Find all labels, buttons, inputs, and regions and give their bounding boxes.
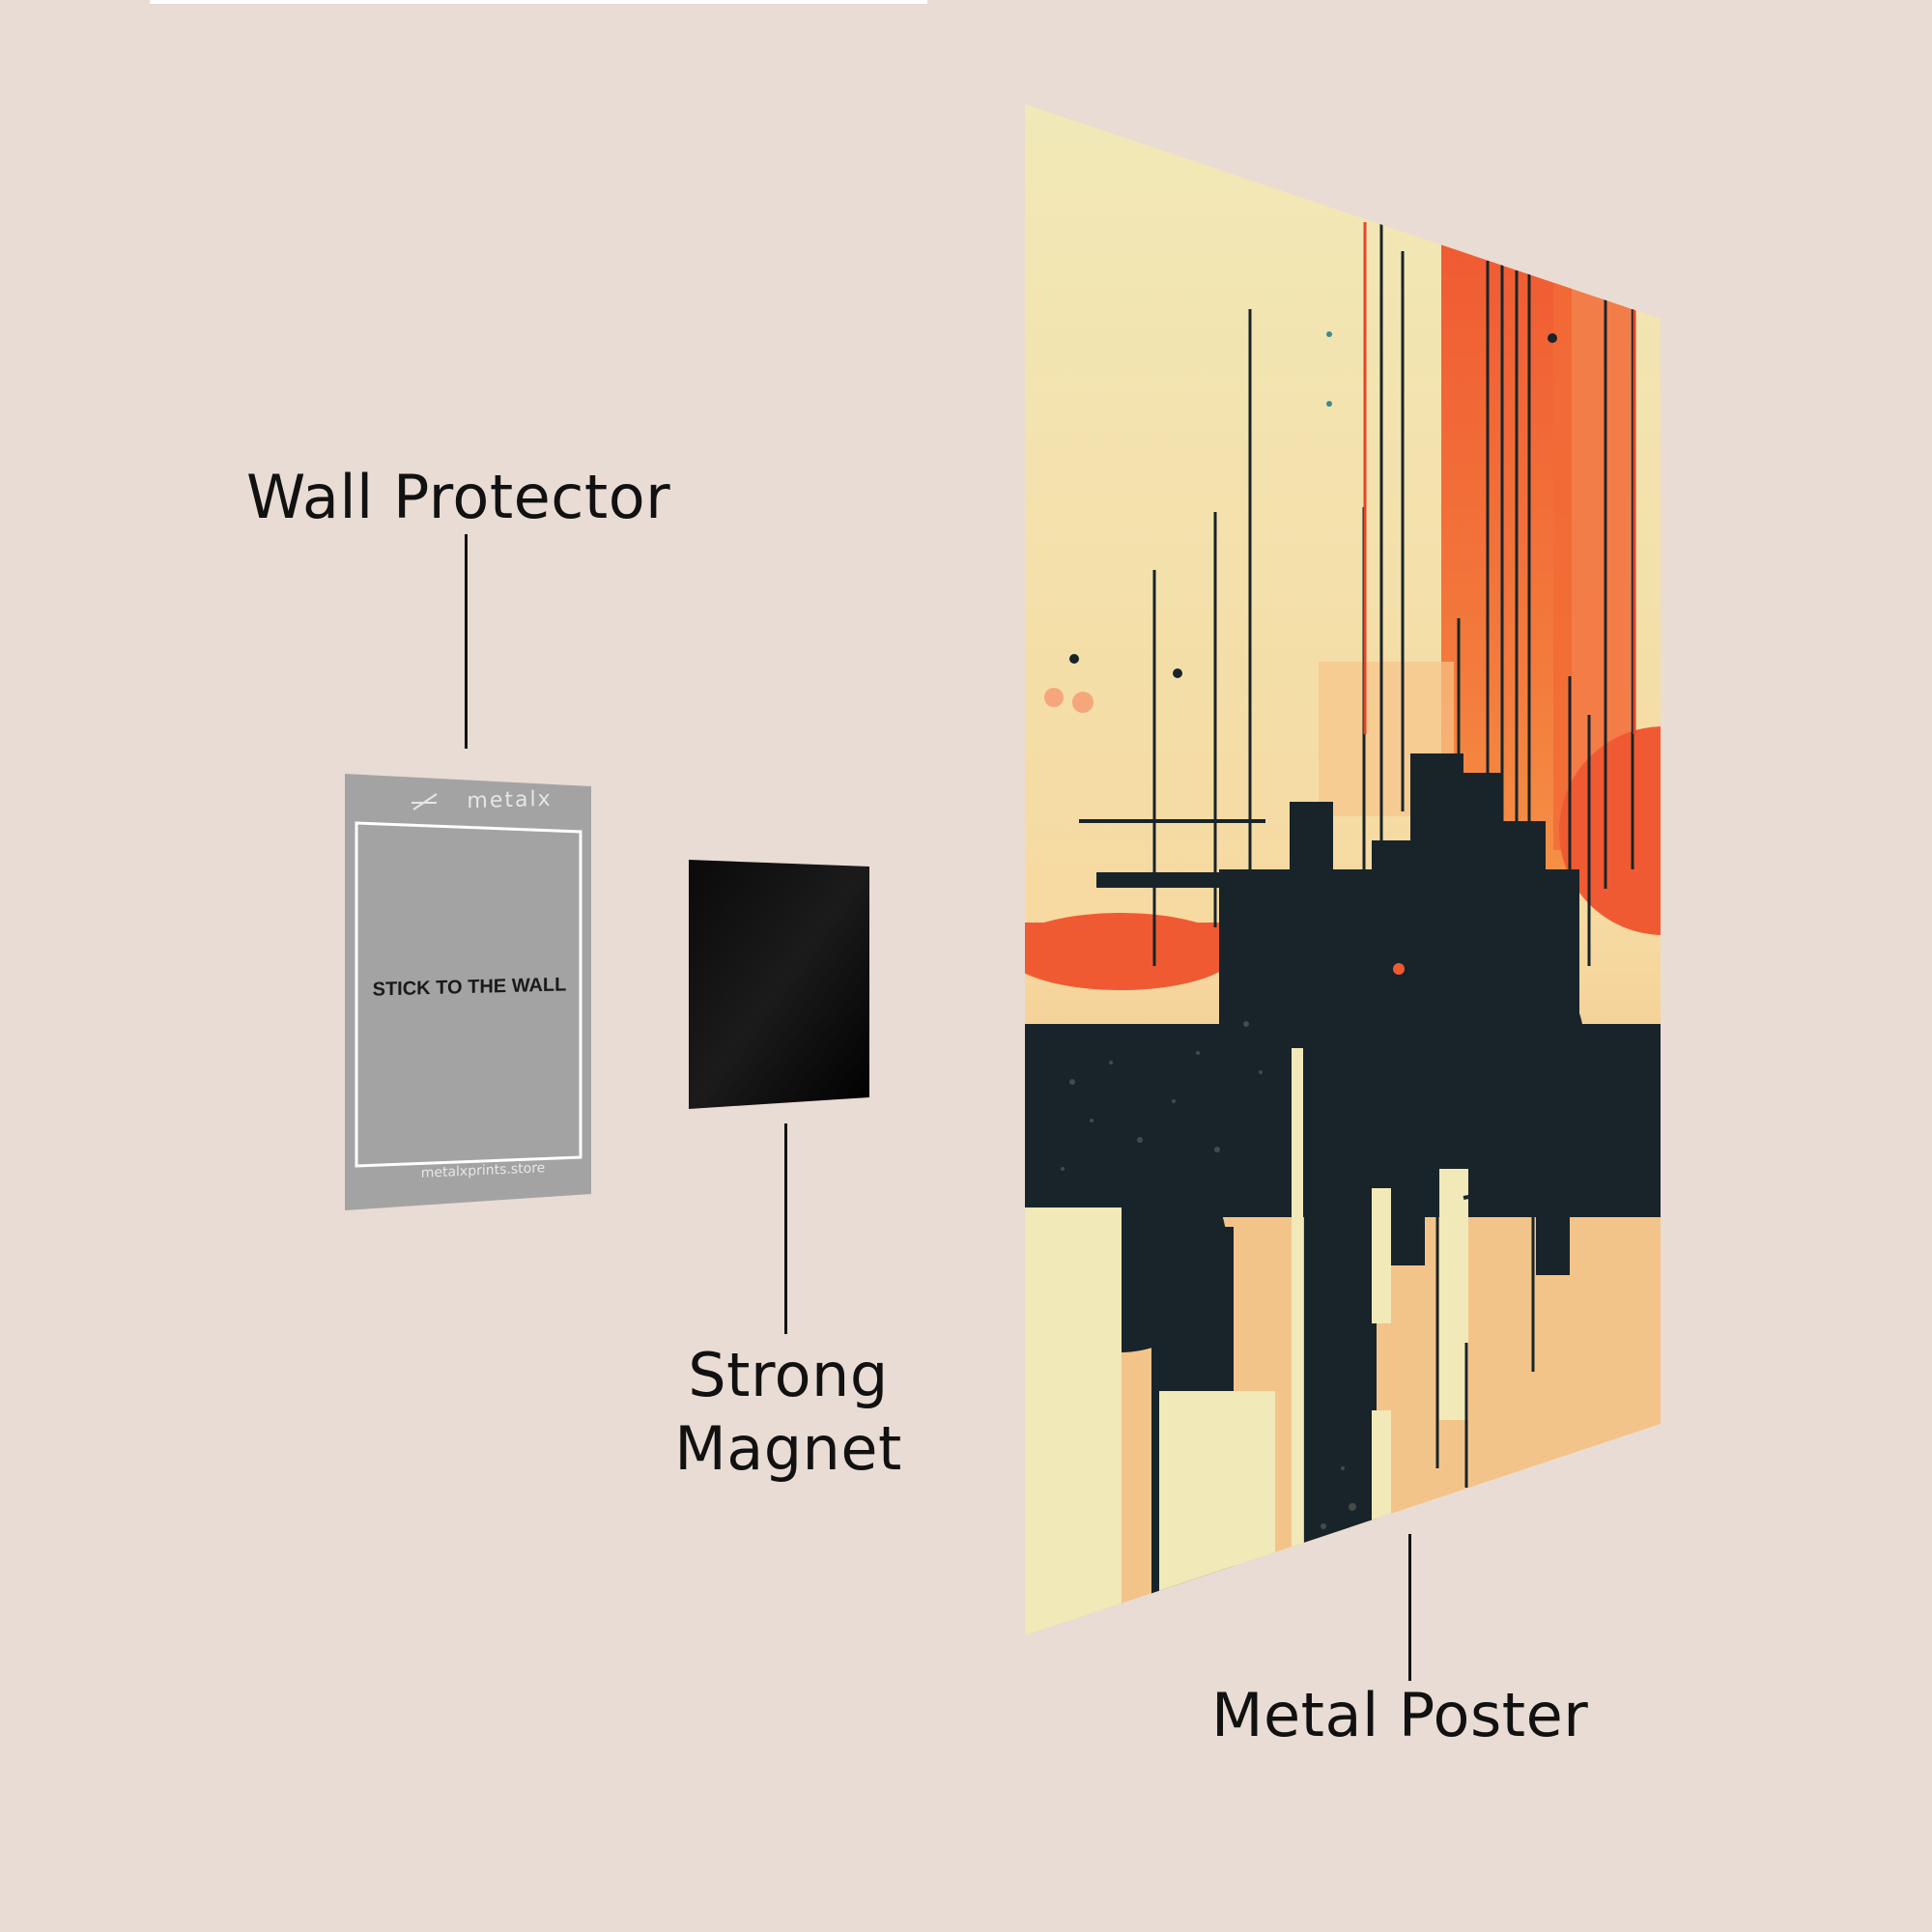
strong-magnet-label: Strong Magnet	[668, 1339, 908, 1486]
metal-poster-leader-line	[1408, 1534, 1411, 1681]
metal-poster-artwork	[1025, 104, 1661, 1635]
wall-protector-label: Wall Protector	[246, 462, 671, 532]
strong-magnet-label-line1: Strong	[688, 1340, 889, 1410]
strong-magnet-label-line2: Magnet	[674, 1413, 902, 1484]
strong-magnet	[689, 860, 869, 1109]
top-strip	[150, 0, 927, 4]
wall-protector-leader-line	[465, 534, 468, 749]
strong-magnet-leader-line	[784, 1123, 787, 1334]
metal-poster-label: Metal Poster	[1211, 1680, 1589, 1750]
